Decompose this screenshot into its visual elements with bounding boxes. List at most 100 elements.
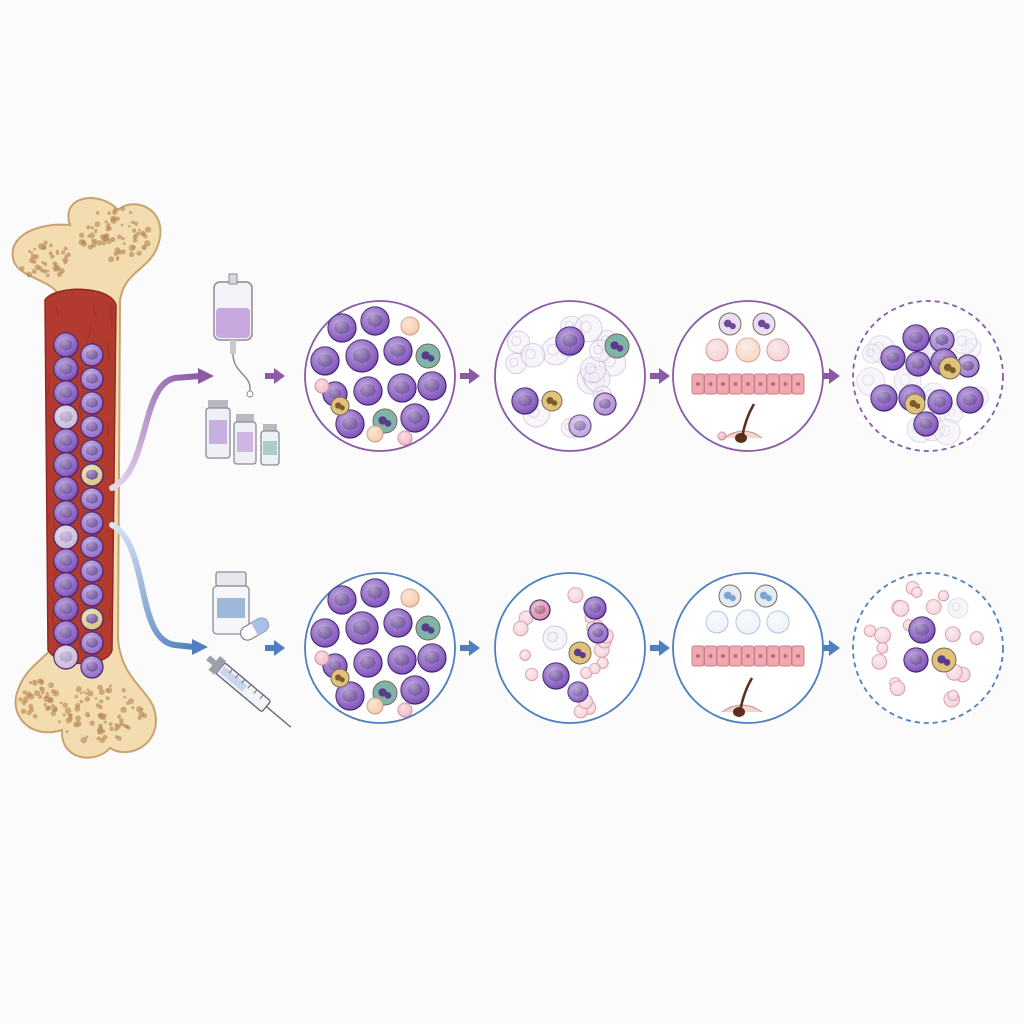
stage-panel (672, 572, 824, 724)
blast-cell (80, 367, 104, 391)
trabecula (96, 240, 103, 246)
trabecula (88, 232, 95, 239)
blast-cell (568, 414, 592, 438)
leukocyte (718, 312, 742, 336)
vessel (47, 374, 51, 398)
vessel (55, 305, 59, 316)
red-cell (705, 338, 729, 362)
trabecula (30, 253, 36, 259)
red-cell (947, 689, 959, 701)
blast-cell (327, 313, 357, 343)
blast-cell (345, 611, 379, 645)
blast-cell (417, 371, 447, 401)
trabecula (102, 734, 108, 740)
blast-cell (80, 631, 104, 655)
stage-arrow (650, 640, 670, 656)
ghost-cell (542, 625, 568, 651)
blast-cell (80, 343, 104, 367)
cell-nucleus (733, 382, 738, 386)
trabecula (46, 694, 50, 698)
trabecula (105, 696, 110, 701)
trabecula (99, 689, 105, 695)
cell (766, 610, 790, 634)
trabecula (34, 690, 41, 697)
blast-cell (80, 607, 104, 631)
red-cell (863, 624, 877, 638)
blast-cell (80, 655, 104, 679)
bottom-branch-arrow (109, 522, 197, 650)
trabecula (133, 233, 139, 239)
trabecula (137, 715, 142, 720)
blast-cell (53, 572, 79, 598)
cell-nucleus (796, 654, 800, 658)
epithelium-layer (691, 645, 805, 667)
trabecula (26, 271, 33, 278)
blast-cell (80, 463, 104, 487)
trabecula (67, 712, 73, 718)
blast-cell (587, 622, 609, 644)
cell-nucleus (696, 382, 700, 386)
myelocyte (400, 588, 420, 608)
trabecula (85, 735, 89, 739)
myelocyte (366, 697, 384, 715)
stage-arrow (820, 368, 840, 384)
trabecula (50, 710, 56, 717)
blast-cell (53, 500, 79, 526)
trabecula (125, 701, 130, 706)
cell-nucleus (746, 654, 750, 658)
trabecula (132, 238, 138, 243)
vial-icon (260, 424, 280, 466)
trabecula (110, 215, 117, 222)
trabecula (107, 211, 112, 215)
stage-panel (672, 300, 824, 452)
trabecula (115, 216, 120, 221)
blast-cell (927, 389, 953, 415)
trabecula (65, 258, 69, 262)
trabecula (97, 684, 103, 691)
blast-cell (345, 339, 379, 373)
trabecula (128, 251, 135, 258)
blast-cell (908, 616, 936, 644)
cell-nucleus (721, 382, 725, 386)
trabecula (131, 220, 135, 224)
trabecula (144, 240, 151, 247)
blast-cell (956, 354, 980, 378)
cell-nucleus (721, 654, 725, 658)
trabecula (99, 712, 104, 717)
stage-arrow (650, 368, 670, 384)
blast-cell (880, 345, 906, 371)
spongy-bone-texture (18, 206, 152, 744)
trabecula (80, 736, 88, 744)
trabecula (117, 234, 122, 240)
trabecula (59, 701, 63, 705)
stage-panel (494, 572, 646, 724)
granulocyte (604, 333, 630, 359)
eosinophil (931, 647, 957, 673)
trabecula (45, 705, 51, 711)
vessel (78, 402, 83, 423)
eosinophil (330, 396, 350, 416)
cell-nucleus (783, 654, 788, 658)
top-branch-arrow (109, 373, 203, 491)
blast-cell (511, 387, 539, 415)
trabecula (139, 707, 144, 712)
leukocyte (718, 584, 742, 608)
stage-panels (304, 300, 1004, 724)
trabecula (137, 228, 141, 232)
stage-panel (304, 572, 456, 724)
trabecula (145, 226, 152, 233)
trabecula (126, 725, 131, 730)
trabecula (43, 262, 48, 267)
red-cell (314, 378, 330, 394)
blast-cell (353, 376, 383, 406)
trabecula (22, 696, 29, 703)
trabecula (64, 254, 69, 259)
red-cell (567, 587, 584, 604)
trabecula (62, 257, 67, 263)
blast-cell (80, 487, 104, 511)
trabecula (62, 702, 68, 708)
trabecula (62, 713, 66, 717)
myelocyte (366, 425, 384, 443)
blast-cell (80, 511, 104, 535)
trabecula (64, 707, 72, 714)
